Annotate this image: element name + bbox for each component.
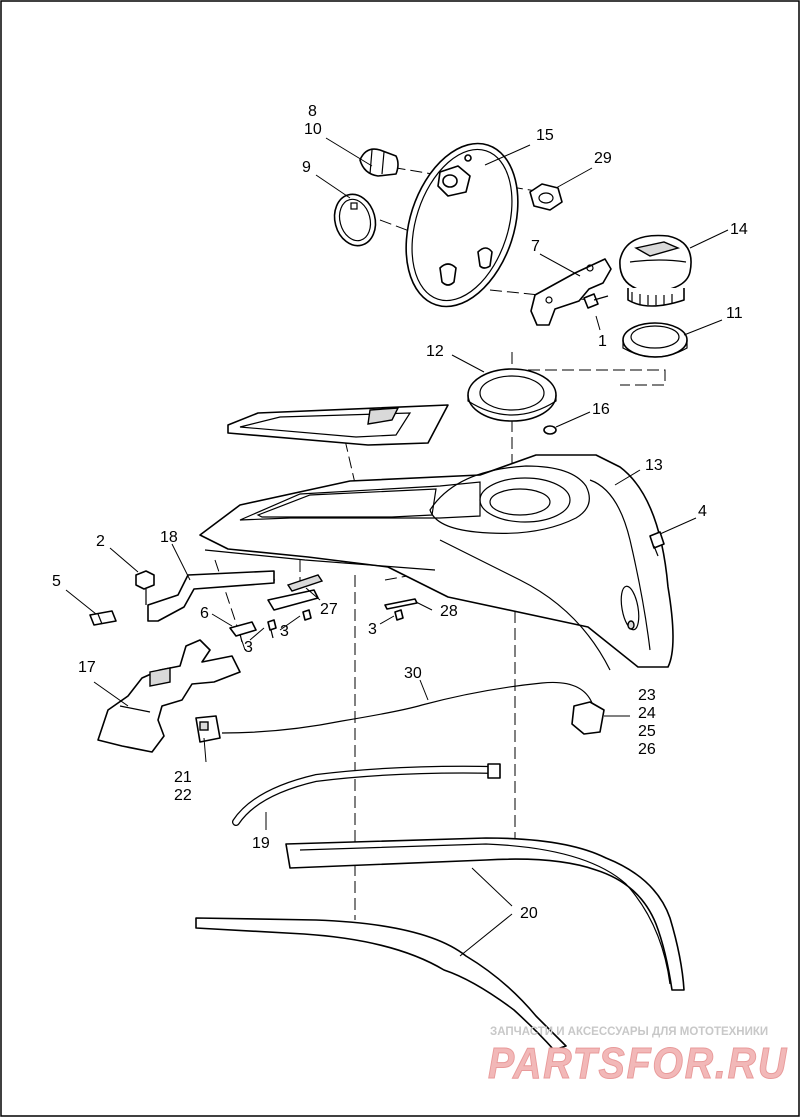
part-5-clip: [89, 610, 117, 626]
callout-1: 1: [598, 333, 607, 350]
callout-9: 9: [302, 159, 311, 176]
callout-8: 8: [308, 103, 317, 120]
part-6-clip: [229, 621, 257, 643]
callout-6: 6: [200, 605, 209, 622]
callout-3-a: 3: [280, 623, 289, 640]
callout-27: 27: [320, 601, 338, 618]
part-9-gasket: [333, 193, 377, 247]
callout-3-c: 3: [368, 621, 377, 638]
part-8-10-bulb-socket: [359, 148, 399, 177]
part-30-harness: [195, 681, 605, 743]
callout-4: 4: [698, 503, 707, 520]
callout-10: 10: [304, 121, 322, 138]
callout-13: 13: [645, 457, 663, 474]
part-20-trim-strips: [195, 837, 685, 1051]
callout-17: 17: [78, 659, 96, 676]
leader-lines: [65, 137, 729, 957]
callout-21: 21: [174, 769, 192, 786]
part-3-screws: [267, 609, 404, 639]
part-7-bracket: [530, 258, 612, 326]
watermark-logo: PARTSFOR.RU: [488, 1039, 788, 1088]
callout-19: 19: [252, 835, 270, 852]
part-1-screw: [583, 293, 609, 309]
callout-2: 2: [96, 533, 105, 550]
part-11-seal: [622, 322, 688, 358]
part-27-clip: [267, 574, 324, 611]
part-2-bolt: [135, 570, 155, 605]
callout-24: 24: [638, 705, 656, 722]
callout-26: 26: [638, 741, 656, 758]
callout-14: 14: [730, 221, 748, 238]
callout-11: 11: [726, 305, 743, 322]
callout-23: 23: [638, 687, 656, 704]
callout-15: 15: [536, 127, 554, 144]
callout-3-b: 3: [244, 639, 253, 656]
part-14-fuel-cap: [619, 234, 692, 307]
part-15-plate: [405, 142, 519, 308]
callout-22: 22: [174, 787, 192, 804]
part-29-nut: [529, 183, 563, 211]
watermark: ЗАПЧАСТИ И АКСЕССУАРЫ ДЛЯ МОТОТЕХНИКИ PA…: [488, 1026, 788, 1089]
callout-7: 7: [531, 238, 540, 255]
callout-25: 25: [638, 723, 656, 740]
callout-29: 29: [594, 150, 612, 167]
callout-12: 12: [426, 343, 444, 360]
part-13-console: [199, 404, 674, 671]
callout-5: 5: [52, 573, 61, 590]
callout-28: 28: [440, 603, 458, 620]
part-18-bracket: [147, 570, 275, 622]
part-12-ring: [467, 368, 557, 422]
part-17-bracket: [97, 639, 241, 753]
callout-labels: 8 10 9 15 29 7 14 11 1 12 16 13 4 2 18 5…: [52, 103, 748, 922]
callout-20: 20: [520, 905, 538, 922]
part-28-clip: [384, 598, 418, 610]
callout-16: 16: [592, 401, 610, 418]
part-4-screw: [649, 531, 665, 557]
part-19-hose: [232, 763, 501, 826]
watermark-tagline: ЗАПЧАСТИ И АКСЕССУАРЫ ДЛЯ МОТОТЕХНИКИ: [490, 1026, 768, 1038]
callout-18: 18: [160, 529, 178, 546]
part-16-plug: [543, 425, 557, 435]
callout-30: 30: [404, 665, 422, 682]
